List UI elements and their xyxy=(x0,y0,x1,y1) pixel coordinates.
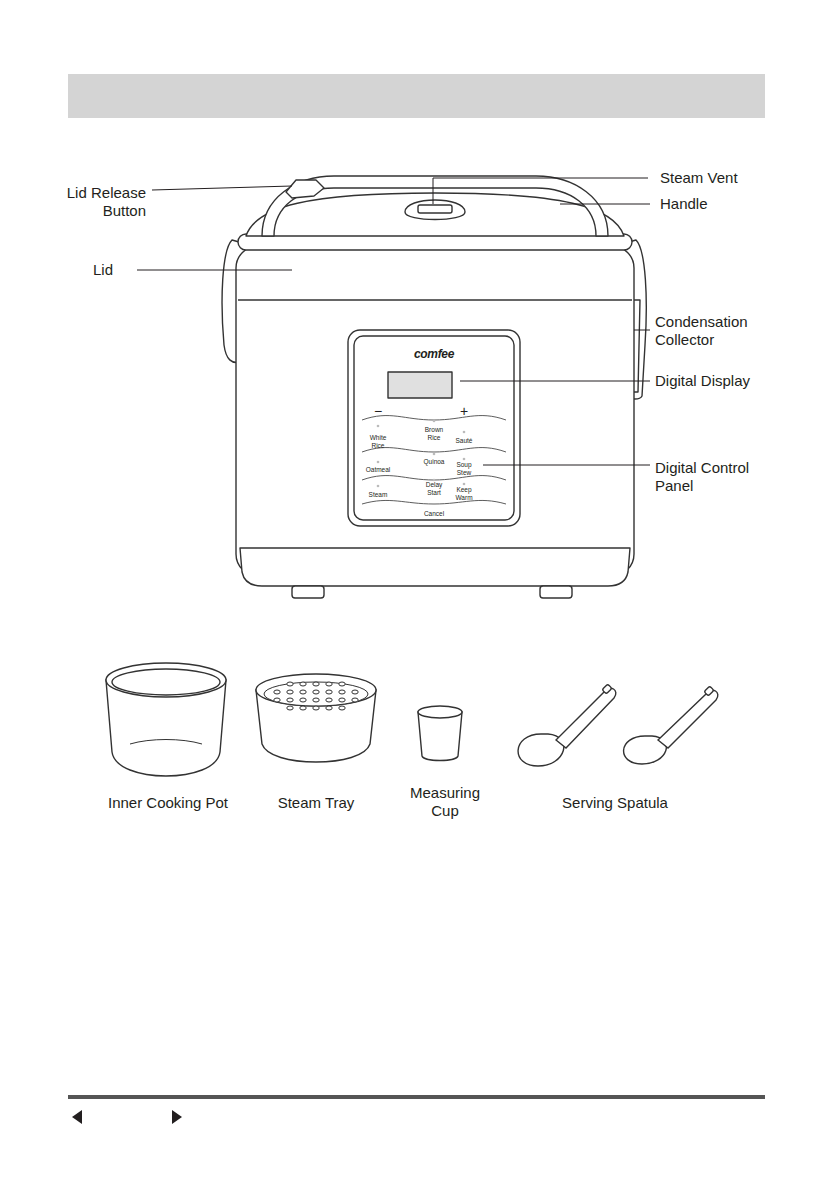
tray-hole xyxy=(287,698,293,702)
indicator-dot xyxy=(463,458,466,461)
tray-hole xyxy=(313,706,319,710)
indicator-dot xyxy=(377,461,380,464)
tray-hole xyxy=(274,690,280,694)
tray-hole xyxy=(313,682,319,686)
button-label: Cancel xyxy=(424,510,444,518)
tray-hole xyxy=(339,698,345,702)
indicator-lights xyxy=(377,420,466,488)
tray-hole xyxy=(313,698,319,702)
header-bar xyxy=(68,74,765,118)
tray-hole xyxy=(326,698,332,702)
accessory-name: Inner Cooking Pot xyxy=(108,794,228,812)
button-label: Quinoa xyxy=(424,458,445,466)
button-label: Keep Warm xyxy=(449,486,479,502)
part-name: Handle xyxy=(660,195,708,213)
tray-hole xyxy=(339,690,345,694)
leader-lines xyxy=(137,178,650,465)
indicator-dot xyxy=(463,483,466,486)
part-name: Lid Release Button xyxy=(51,184,146,220)
indicator-dot xyxy=(433,420,436,423)
indicator-dot xyxy=(433,479,436,482)
button-label: Delay Start xyxy=(419,481,449,497)
indicator-dot xyxy=(433,453,436,456)
part-name: Digital Display xyxy=(655,372,750,390)
indicator-dot xyxy=(377,425,380,428)
tray-hole xyxy=(300,706,306,710)
indicator-dot xyxy=(377,485,380,488)
tray-hole xyxy=(339,706,345,710)
tray-hole xyxy=(326,690,332,694)
tray-hole xyxy=(326,682,332,686)
tray-hole xyxy=(274,698,280,702)
prev-arrow xyxy=(72,1110,82,1124)
part-name: Digital Control Panel xyxy=(655,459,773,495)
tray-hole xyxy=(352,690,358,694)
accessory-name: Serving Spatula xyxy=(562,794,668,812)
tray-hole xyxy=(326,706,332,710)
tray-hole xyxy=(300,682,306,686)
part-name: Steam Vent xyxy=(660,169,738,187)
tray-hole xyxy=(352,698,358,702)
next-arrow xyxy=(172,1110,182,1124)
accessory-name: Steam Tray xyxy=(278,794,355,812)
button-label: Sauté xyxy=(456,437,473,445)
tray-hole xyxy=(287,706,293,710)
button-label: Oatmeal xyxy=(366,466,391,474)
button-label: + xyxy=(460,403,468,420)
button-label: White Rice xyxy=(363,434,393,450)
indicator-dot xyxy=(463,431,466,434)
accessory-name: Measuring Cup xyxy=(405,784,485,820)
footer-rule xyxy=(68,1095,765,1099)
accessories xyxy=(106,663,718,776)
cooker-body xyxy=(222,176,646,598)
button-label: Steam xyxy=(369,491,388,499)
part-name: Condensation Collector xyxy=(655,313,760,349)
tray-hole xyxy=(300,690,306,694)
button-label: − xyxy=(374,403,382,420)
tray-hole xyxy=(339,682,345,686)
tray-hole xyxy=(287,690,293,694)
brand-logo: comfee xyxy=(414,347,454,361)
part-name: Lid xyxy=(93,261,113,279)
tray-hole xyxy=(313,690,319,694)
tray-hole xyxy=(300,698,306,702)
tray-hole xyxy=(287,682,293,686)
button-label: Brown Rice xyxy=(419,426,449,442)
button-label: Soup Stew xyxy=(449,461,479,477)
